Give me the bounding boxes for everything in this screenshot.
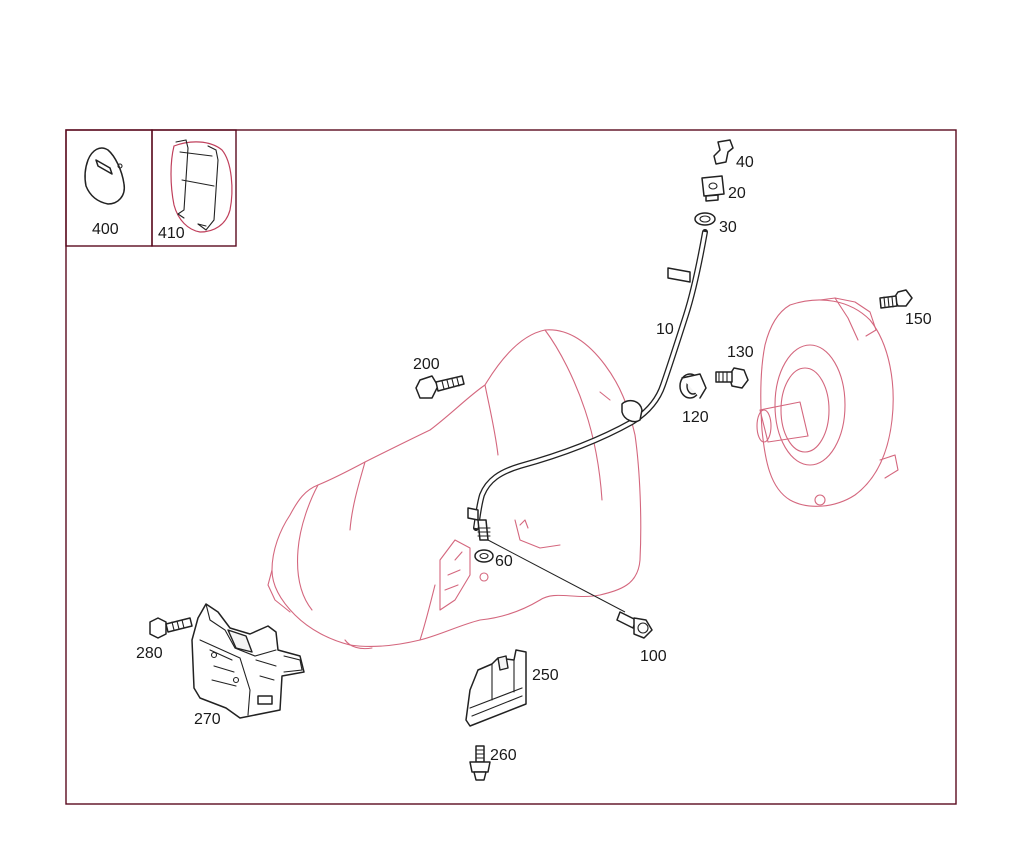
callout-200: 200 xyxy=(413,356,440,373)
callout-20: 20 xyxy=(728,185,746,202)
callout-400: 400 xyxy=(92,221,119,238)
bolt-part-200 xyxy=(415,375,465,399)
callout-60: 60 xyxy=(495,553,513,570)
callout-130: 130 xyxy=(727,344,754,361)
gasket-part-400 xyxy=(84,147,126,205)
callout-250: 250 xyxy=(532,667,559,684)
plug-part-60 xyxy=(474,549,494,563)
transmission-mount-part-270 xyxy=(191,603,305,719)
inset-box-410 xyxy=(151,129,237,247)
cover-plate-part-250 xyxy=(465,649,527,727)
bolt-part-280 xyxy=(149,617,193,639)
callout-30: 30 xyxy=(719,219,737,236)
diagram-frame xyxy=(65,129,957,805)
callout-40: 40 xyxy=(736,154,754,171)
seal-ring-part-30 xyxy=(694,212,716,226)
plug-part-20 xyxy=(701,175,725,202)
callout-410: 410 xyxy=(158,225,185,242)
transmission-housing xyxy=(267,329,642,650)
callout-120: 120 xyxy=(682,409,709,426)
dipstick-tube-part-10 xyxy=(467,229,708,541)
callout-150: 150 xyxy=(905,311,932,328)
dipstick-cap-part-40 xyxy=(713,139,734,165)
bolt-part-150 xyxy=(879,289,913,309)
insulation-part-410 xyxy=(170,139,233,233)
callout-270: 270 xyxy=(194,711,221,728)
callout-100: 100 xyxy=(640,648,667,665)
leader-line-100 xyxy=(487,539,626,613)
callout-280: 280 xyxy=(136,645,163,662)
bolt-part-100 xyxy=(616,611,653,639)
bolt-part-260 xyxy=(469,745,491,781)
bushing-part-120 xyxy=(679,373,707,399)
torque-converter xyxy=(756,297,899,507)
callout-260: 260 xyxy=(490,747,517,764)
bolt-part-130 xyxy=(715,367,749,389)
callout-10: 10 xyxy=(656,321,674,338)
